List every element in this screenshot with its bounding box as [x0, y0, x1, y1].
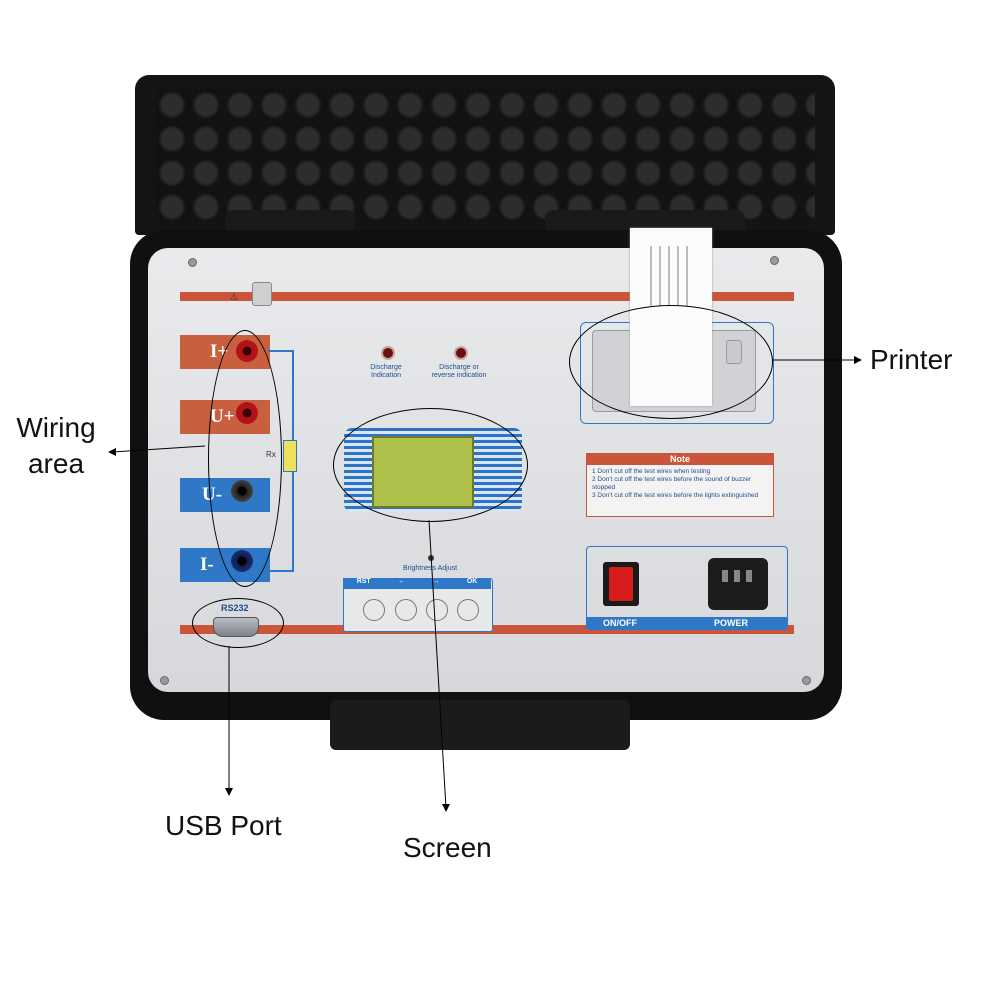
usb-port-callout: USB Port: [165, 810, 282, 841]
terminal-label: I-: [200, 554, 214, 575]
screw-icon: [188, 258, 197, 267]
keypad-header: [343, 578, 491, 589]
lid-foam: [155, 88, 815, 223]
rx-resistor: [283, 440, 297, 472]
wiring-leader-line: [111, 445, 206, 453]
ground-post: [252, 282, 272, 306]
screw-icon: [802, 676, 811, 685]
power-label: POWER: [714, 618, 749, 628]
printer-callout: Printer: [870, 344, 953, 375]
power-label-bar: [586, 617, 787, 629]
case-handle: [330, 700, 630, 750]
socket-pin: [746, 570, 752, 582]
wiring-area-callout: Wiring area: [16, 412, 96, 479]
note-list: 1 Don't cut off the test wires when test…: [592, 468, 768, 500]
note-item: 3 Don't cut off the test wires before th…: [592, 492, 759, 499]
socket-pin: [734, 570, 740, 582]
printer-ellipse: [569, 305, 773, 419]
reverse-indication-label: Discharge or reverse indication: [431, 364, 487, 379]
key-label-right: →: [432, 578, 440, 585]
power-socket[interactable]: [708, 558, 768, 610]
power-section: [586, 546, 788, 630]
screen-leader-line: [428, 519, 447, 809]
discharge-led-icon: [381, 346, 395, 360]
screw-icon: [160, 676, 169, 685]
top-stripe: [180, 292, 794, 301]
arrow-left-icon: [108, 448, 116, 456]
key-label-rst: RST: [356, 578, 371, 585]
screen-ellipse: [333, 408, 528, 522]
left-arrow-button[interactable]: [395, 599, 417, 621]
screen-callout: Screen: [403, 832, 492, 863]
ok-button[interactable]: [457, 599, 479, 621]
note-title: Note: [586, 453, 774, 465]
brightness-adjust-label: Brightness Adjust: [402, 565, 458, 572]
wiring-area-ellipse: [208, 330, 282, 587]
usb-port-ellipse: [192, 598, 284, 648]
right-arrow-button[interactable]: [426, 599, 448, 621]
keypad-labels: RST ← → OK: [343, 578, 491, 585]
arrow-down-icon: [442, 804, 450, 812]
rst-button[interactable]: [363, 599, 385, 621]
note-item: 1 Don't cut off the test wires when test…: [592, 468, 711, 475]
socket-pin: [722, 570, 728, 582]
reverse-led-icon: [454, 346, 468, 360]
note-item: 2 Don't cut off the test wires before th…: [592, 476, 752, 491]
warning-icon: ⚠: [230, 292, 239, 302]
on-off-label: ON/OFF: [603, 618, 637, 628]
arrow-down-icon: [225, 788, 233, 796]
key-label-ok: OK: [466, 578, 478, 585]
printout-text-lines: [650, 246, 690, 306]
on-off-switch[interactable]: [609, 567, 633, 601]
arrow-right-icon: [854, 356, 862, 364]
key-label-left: ←: [398, 578, 406, 585]
discharge-indication-label: Discharge Indication: [370, 364, 402, 379]
screw-icon: [770, 256, 779, 265]
